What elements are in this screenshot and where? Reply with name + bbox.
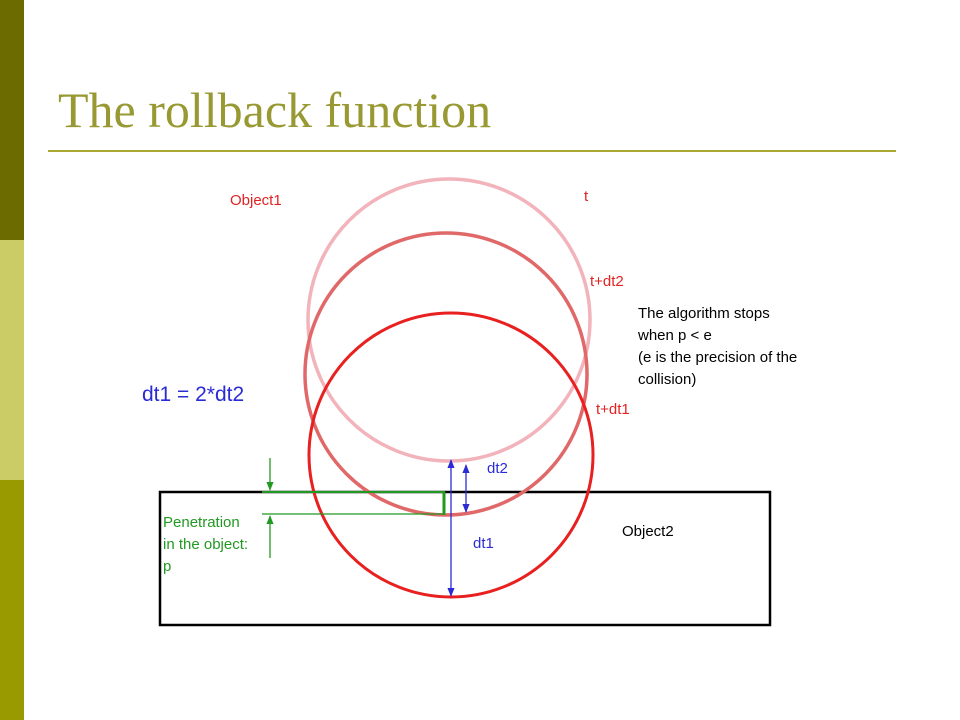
- algorithm-note-line-1: The algorithm stops: [638, 305, 770, 322]
- algorithm-note-line-2: when p < e: [637, 327, 712, 344]
- side-bar-bottom-segment: [0, 480, 24, 720]
- algorithm-note-line-3: (e is the precision of the: [638, 349, 797, 366]
- penetration-line-3: p: [163, 558, 171, 575]
- dt2-label: dt2: [487, 460, 508, 477]
- slide-title: The rollback function: [58, 82, 492, 138]
- circle-t-dt2: [303, 231, 589, 517]
- circle-t-dt1: [307, 311, 595, 599]
- time-t-label: t: [584, 188, 589, 205]
- penetration-label: Penetration in the object: p: [163, 514, 252, 575]
- circle-t: [306, 177, 592, 463]
- side-bar-middle-segment: [0, 240, 24, 480]
- time-t-dt2-label: t+dt2: [590, 273, 624, 290]
- algorithm-note: The algorithm stops when p < e (e is the…: [637, 305, 801, 388]
- penetration-line-1: Penetration: [163, 514, 240, 531]
- side-bar-top-segment: [0, 0, 24, 240]
- time-t-dt1-label: t+dt1: [596, 401, 630, 418]
- object1-label: Object1: [230, 192, 282, 209]
- algorithm-note-line-4: collision): [638, 371, 696, 388]
- dt1-label: dt1: [473, 535, 494, 552]
- equation-label: dt1 = 2*dt2: [142, 383, 244, 406]
- penetration-line-2: in the object:: [163, 536, 248, 553]
- object2-label: Object2: [622, 523, 674, 540]
- title-underline: [48, 150, 896, 152]
